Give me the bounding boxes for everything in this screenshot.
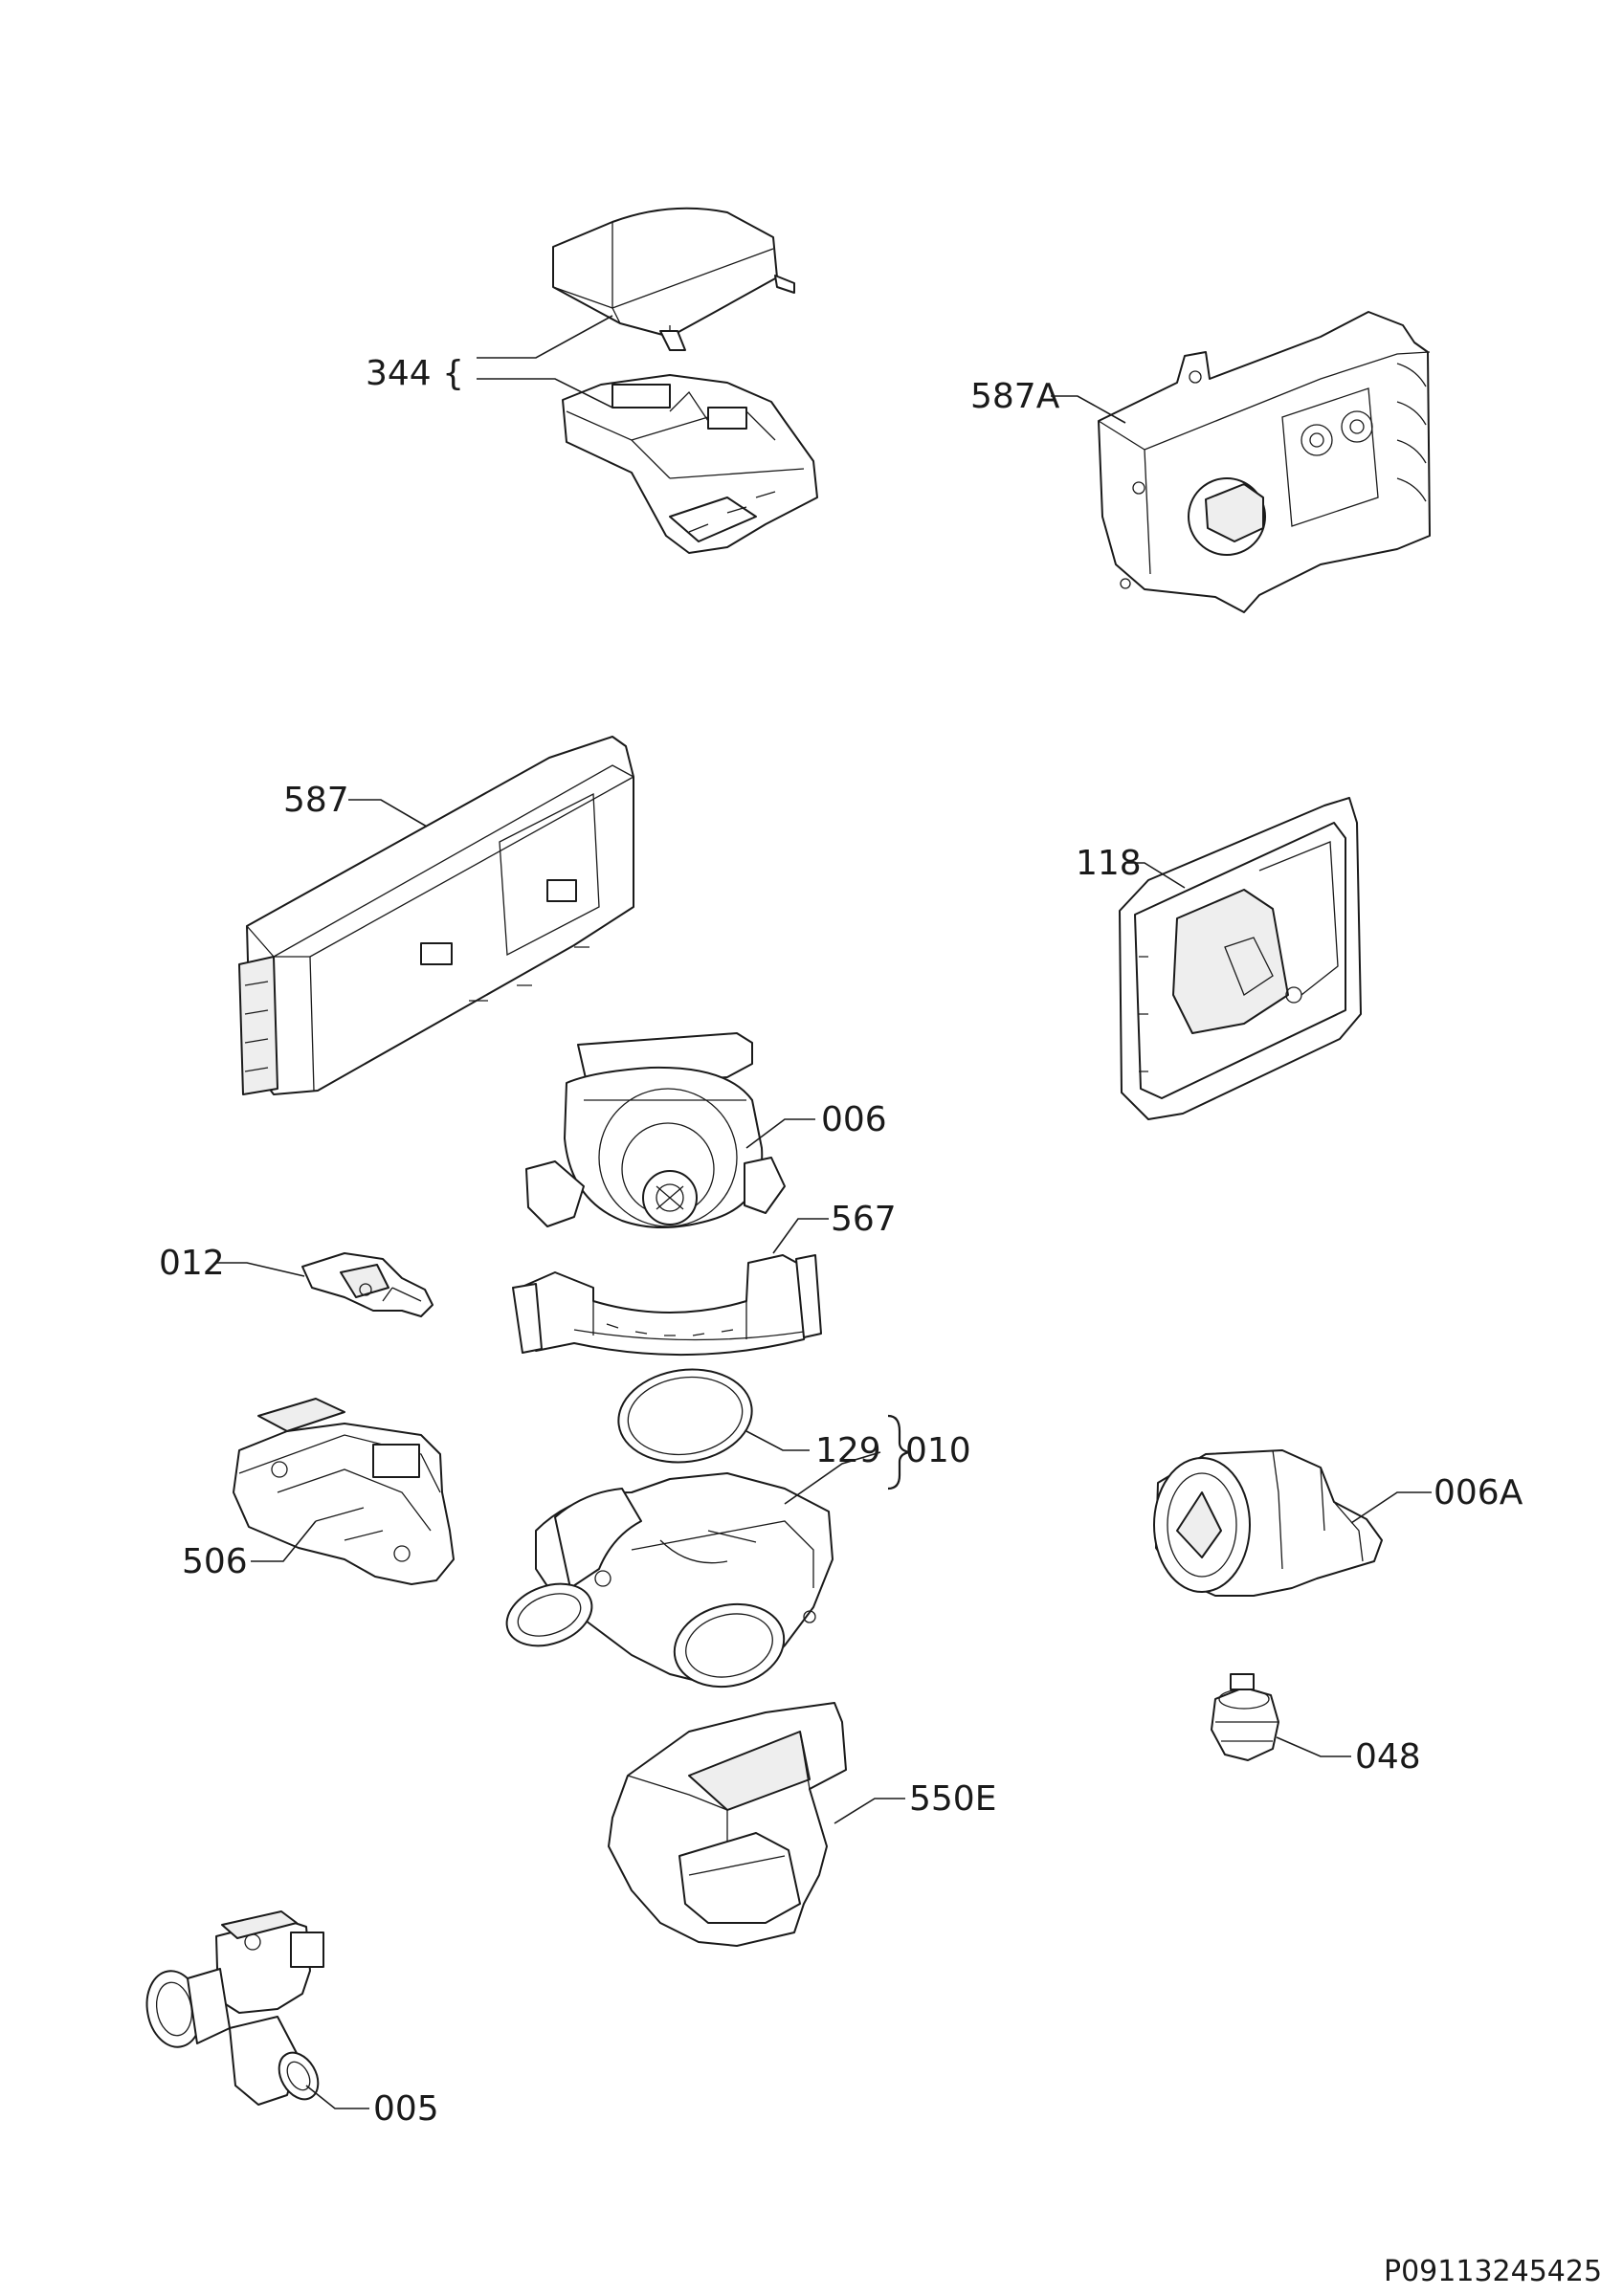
leader-567 — [772, 1218, 829, 1254]
label-506: 506 — [182, 1542, 248, 1581]
part-587A-control-panel[interactable] — [1098, 311, 1431, 613]
leader-048 — [1276, 1736, 1351, 1757]
leader-006 — [745, 1118, 815, 1149]
leader-344-module — [477, 378, 613, 408]
document-code: P09113245425 — [1384, 2255, 1602, 2288]
leader-012 — [216, 1262, 305, 1277]
part-506-softener[interactable] — [233, 1398, 455, 1585]
brace-010 — [887, 1414, 910, 1490]
label-006: 006 — [821, 1100, 887, 1139]
part-006A-drain-pump[interactable] — [1153, 1449, 1383, 1597]
part-010-heater-sump[interactable] — [499, 1472, 834, 1698]
label-005: 005 — [373, 2089, 439, 2129]
leader-587 — [348, 799, 428, 828]
leader-010 — [784, 1451, 881, 1505]
part-118-dispenser[interactable] — [1119, 797, 1362, 1120]
label-006A: 006A — [1434, 1473, 1523, 1512]
leader-129 — [745, 1430, 810, 1451]
part-550E-duct-cover[interactable] — [608, 1702, 847, 1947]
leader-118 — [1125, 862, 1186, 889]
label-012: 012 — [159, 1244, 225, 1283]
part-005-inlet-valve[interactable] — [141, 1910, 325, 2107]
label-550E: 550E — [909, 1779, 996, 1819]
part-567-pump-holder[interactable] — [512, 1254, 822, 1357]
label-010: 010 — [905, 1431, 971, 1470]
leader-506 — [251, 1520, 317, 1562]
leader-344-cover — [477, 315, 613, 359]
label-129: 129 — [815, 1431, 881, 1470]
leader-587A — [1051, 395, 1126, 424]
part-587-electronic-module[interactable] — [238, 736, 634, 1095]
part-012-switch[interactable] — [301, 1252, 434, 1317]
part-048-sensor[interactable] — [1211, 1673, 1279, 1761]
part-344-electronic-module[interactable] — [562, 374, 818, 554]
label-587: 587 — [283, 781, 349, 820]
part-006-circulation-pump[interactable] — [525, 1032, 786, 1228]
part-129-seal-ring[interactable] — [612, 1361, 758, 1471]
label-048: 048 — [1355, 1737, 1421, 1777]
label-344: 344 { — [366, 354, 464, 393]
leader-550E — [834, 1798, 905, 1824]
label-587A: 587A — [970, 377, 1060, 416]
leader-005 — [305, 2085, 369, 2109]
label-118: 118 — [1076, 844, 1142, 883]
part-344-module-cover[interactable] — [552, 207, 795, 351]
label-567: 567 — [831, 1200, 897, 1239]
leader-006A — [1350, 1491, 1432, 1524]
